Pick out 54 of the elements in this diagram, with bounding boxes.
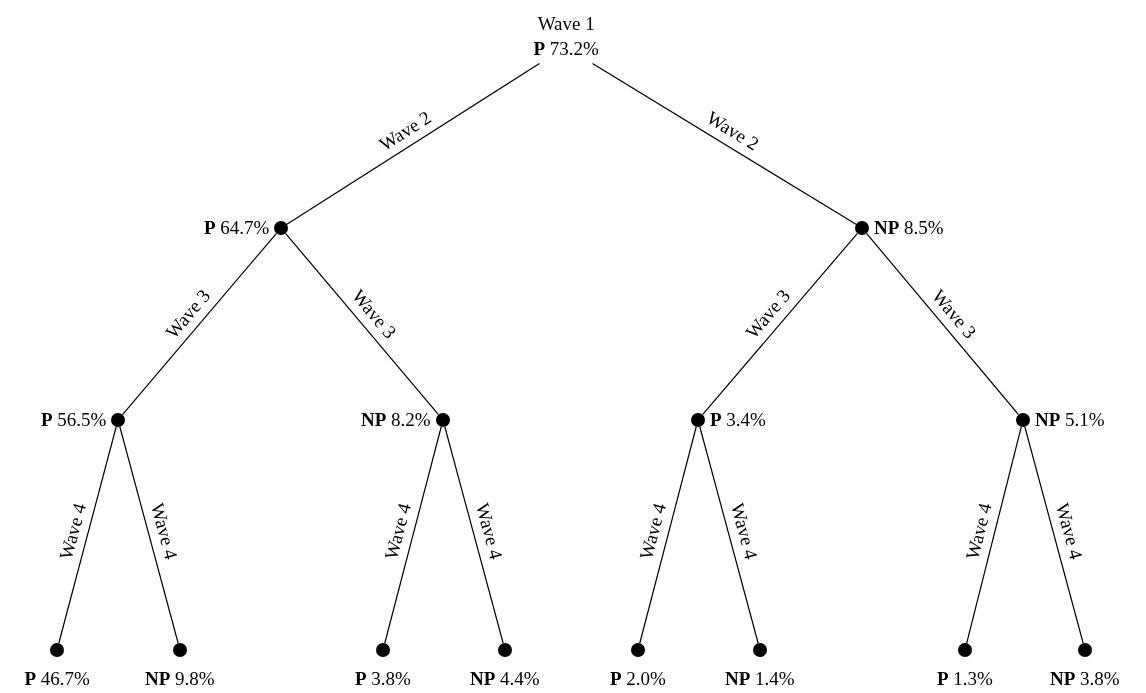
- percentage-label: NP 9.8%: [145, 669, 215, 690]
- node-dot: [436, 413, 450, 427]
- branch-line: [58, 426, 117, 644]
- percentage-label: NP 8.5%: [874, 217, 944, 239]
- node-dot: [1016, 413, 1030, 427]
- percentage-label: NP 5.1%: [1035, 409, 1105, 431]
- percentage-label: P 73.2%: [533, 37, 599, 62]
- node-dot: [855, 221, 869, 235]
- percentage-label: P 1.3%: [937, 669, 993, 690]
- edge-label: Wave 4: [381, 500, 416, 562]
- node-dot: [376, 643, 390, 657]
- node-dot: [498, 643, 512, 657]
- edge-label: Wave 4: [636, 500, 671, 562]
- node-dot: [173, 643, 187, 657]
- edge-label: Wave 2: [375, 107, 435, 156]
- node-dot: [753, 643, 767, 657]
- edge-label: Wave 4: [146, 500, 181, 562]
- branch-line: [966, 426, 1022, 644]
- branch-line: [286, 62, 541, 225]
- branch-line: [444, 426, 504, 644]
- percentage-label: P 2.0%: [610, 669, 666, 690]
- percentage-label: NP 1.4%: [725, 669, 795, 690]
- edge-label: Wave 4: [962, 501, 997, 562]
- branch-line: [639, 426, 697, 644]
- edge-label: Wave 4: [1051, 500, 1086, 562]
- node-dot: [111, 413, 125, 427]
- percentage-label: NP 4.4%: [470, 669, 540, 690]
- edge-label: Wave 2: [702, 107, 762, 155]
- edge-label: Wave 4: [471, 500, 506, 562]
- wave-label: Wave 1: [536, 11, 596, 36]
- branch-line: [121, 232, 278, 416]
- branch-line: [284, 232, 440, 416]
- percentage-label: NP 3.8%: [1050, 669, 1120, 690]
- percentage-label: P 3.4%: [710, 409, 766, 431]
- node-dot: [1078, 643, 1092, 657]
- node-dot: [50, 643, 64, 657]
- branch-line: [865, 232, 1020, 416]
- percentage-label: P 46.7%: [24, 669, 90, 690]
- edge-label: Wave 4: [726, 500, 761, 562]
- branch-line: [384, 426, 442, 644]
- node-dot: [958, 643, 972, 657]
- branch-line: [1024, 426, 1084, 644]
- node-dot: [274, 221, 288, 235]
- branch-line: [119, 426, 179, 644]
- branch-line: [699, 426, 759, 644]
- percentage-label: P 3.8%: [355, 669, 411, 690]
- percentage-label: P 56.5%: [41, 409, 107, 431]
- node-dot: [631, 643, 645, 657]
- branch-line: [701, 232, 859, 416]
- branch-line: [591, 62, 857, 225]
- percentage-label: NP 8.2%: [361, 409, 431, 431]
- percentage-label: P 64.7%: [204, 217, 270, 239]
- edge-label: Wave 4: [55, 500, 91, 562]
- node-dot: [691, 413, 705, 427]
